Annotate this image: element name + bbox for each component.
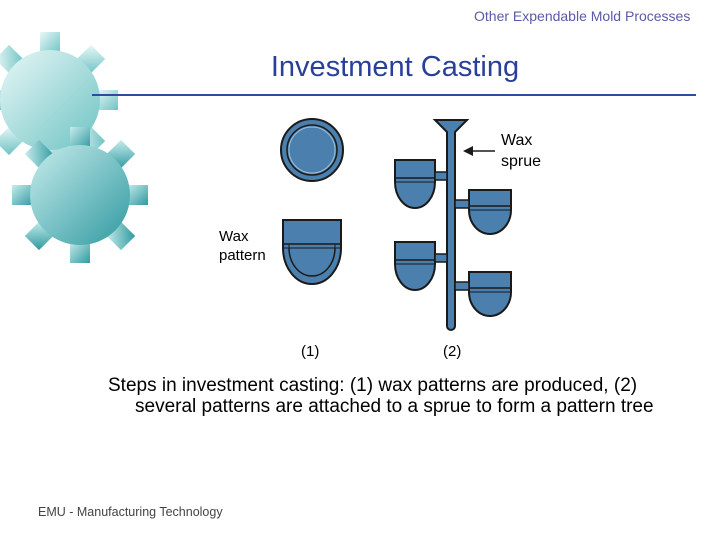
tree-pattern-left-2 <box>394 241 448 291</box>
caption-line-1: Steps in investment casting: (1) wax pat… <box>108 375 638 396</box>
sprue-arrow-icon <box>463 146 495 156</box>
wax-pattern-side-view <box>282 219 342 285</box>
caption-line-2: several patterns are attached to a sprue… <box>135 395 654 417</box>
tree-pattern-right-1 <box>454 189 512 235</box>
title-divider <box>92 94 696 96</box>
investment-casting-figure: Wax pattern <box>219 118 541 360</box>
wax-sprue-label-line2: sprue <box>501 153 541 170</box>
wax-pattern-label-line2: pattern <box>219 247 266 264</box>
wax-pattern-label-line1: Wax <box>219 228 249 245</box>
slide-title: Investment Casting <box>270 51 520 83</box>
wax-sprue-label-line1: Wax <box>501 132 532 149</box>
gear-bottom-icon <box>12 127 148 263</box>
tree-pattern-left-1 <box>394 159 448 209</box>
pattern-tree <box>394 119 512 331</box>
gears-decoration-icon <box>0 32 148 263</box>
footer-text: EMU - Manufacturing Technology <box>38 505 223 519</box>
figure-caption: Steps in investment casting: (1) wax pat… <box>108 375 698 418</box>
tree-pattern-right-2 <box>454 271 512 317</box>
wax-pattern-top-view <box>280 118 344 182</box>
step1-label: (1) <box>301 343 319 360</box>
step2-label: (2) <box>443 343 461 360</box>
section-header: Other Expendable Mold Processes <box>474 8 691 24</box>
gear-top-icon <box>0 32 118 168</box>
